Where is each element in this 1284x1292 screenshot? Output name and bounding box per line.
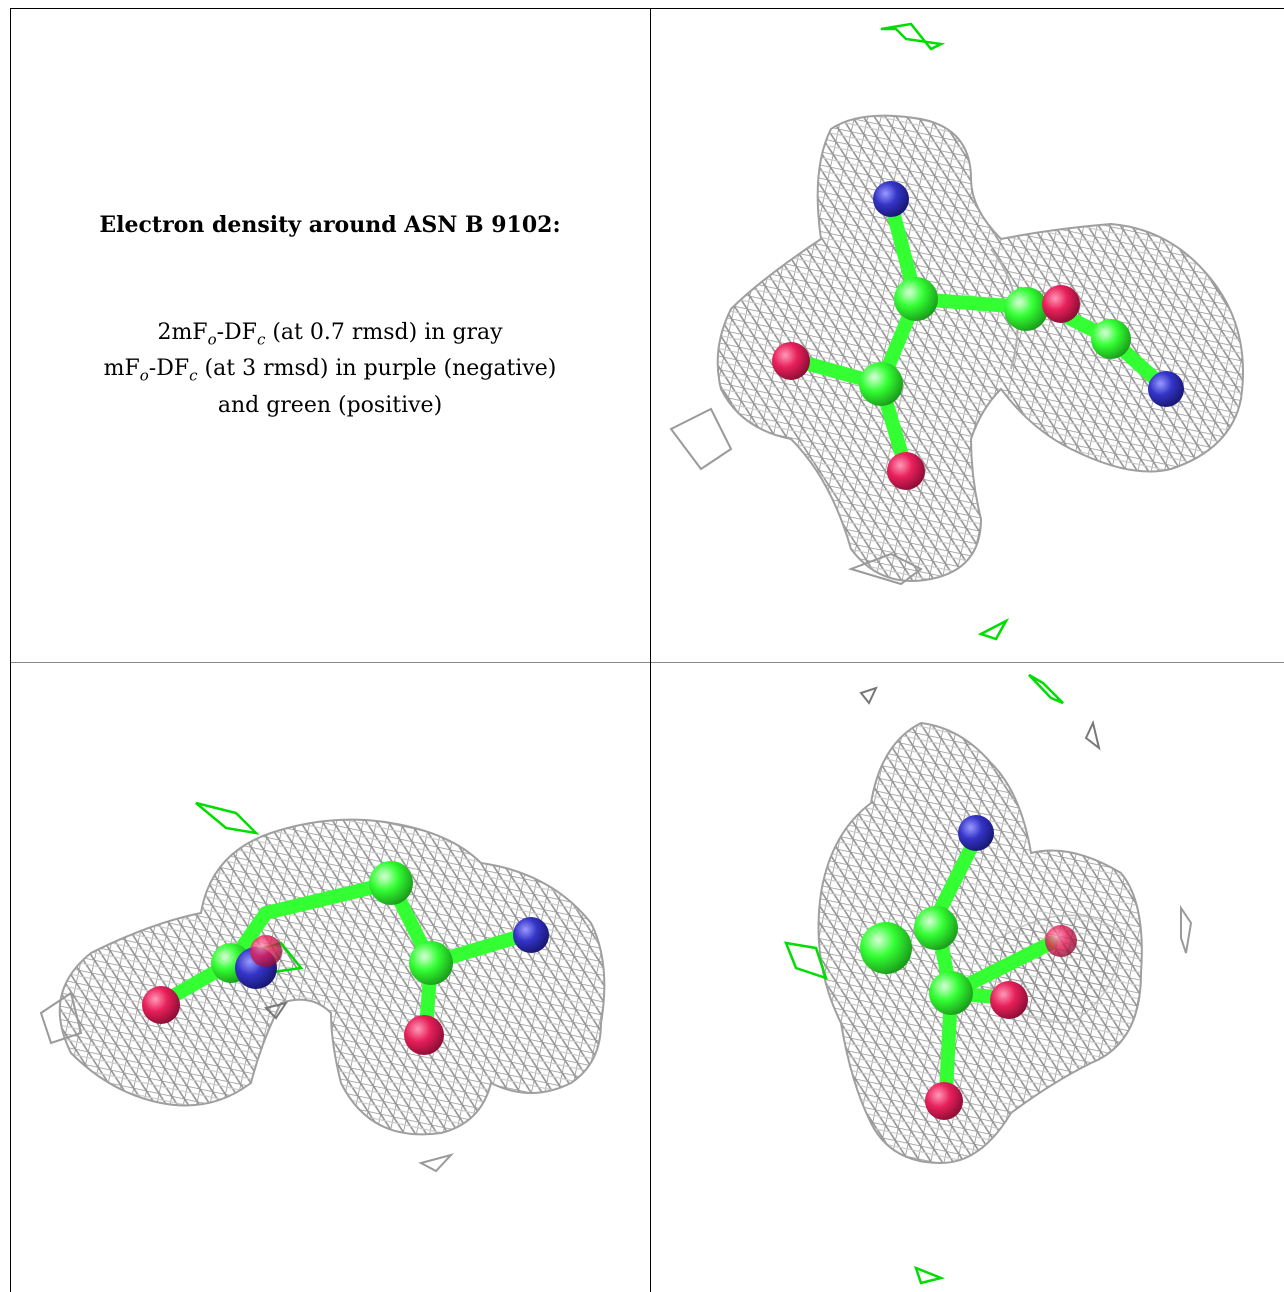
asn-residue-model	[860, 815, 1077, 1120]
view-bottom-left	[11, 663, 650, 1292]
diff-map-positive	[784, 673, 1064, 1285]
asn-residue-model	[142, 861, 549, 1055]
view-top-right	[651, 9, 1284, 662]
density-mesh	[669, 114, 1244, 586]
table-top-rule	[10, 8, 1284, 9]
table-center-rule	[650, 8, 651, 1292]
caption-cell: Electron density around ASN B 9102: 2mFo…	[10, 0, 650, 662]
density-mesh	[39, 818, 606, 1173]
caption-line-1: 2mFo-DFc (at 0.7 rmsd) in gray	[157, 320, 503, 349]
table-middle-rule	[10, 662, 1284, 663]
table-left-rule	[10, 8, 11, 1292]
view-bottom-right	[651, 663, 1284, 1292]
caption-title: Electron density around ASN B 9102:	[99, 212, 561, 238]
diff-map-positive	[880, 22, 1010, 641]
caption-description: 2mFo-DFc (at 0.7 rmsd) in gray mFo-DFc (…	[10, 318, 650, 421]
density-mesh	[817, 686, 1193, 1165]
caption-line-2: mFo-DFc (at 3 rmsd) in purple (negative)	[103, 356, 557, 385]
caption-line-3: and green (positive)	[217, 392, 443, 418]
asn-residue-model	[772, 181, 1184, 490]
